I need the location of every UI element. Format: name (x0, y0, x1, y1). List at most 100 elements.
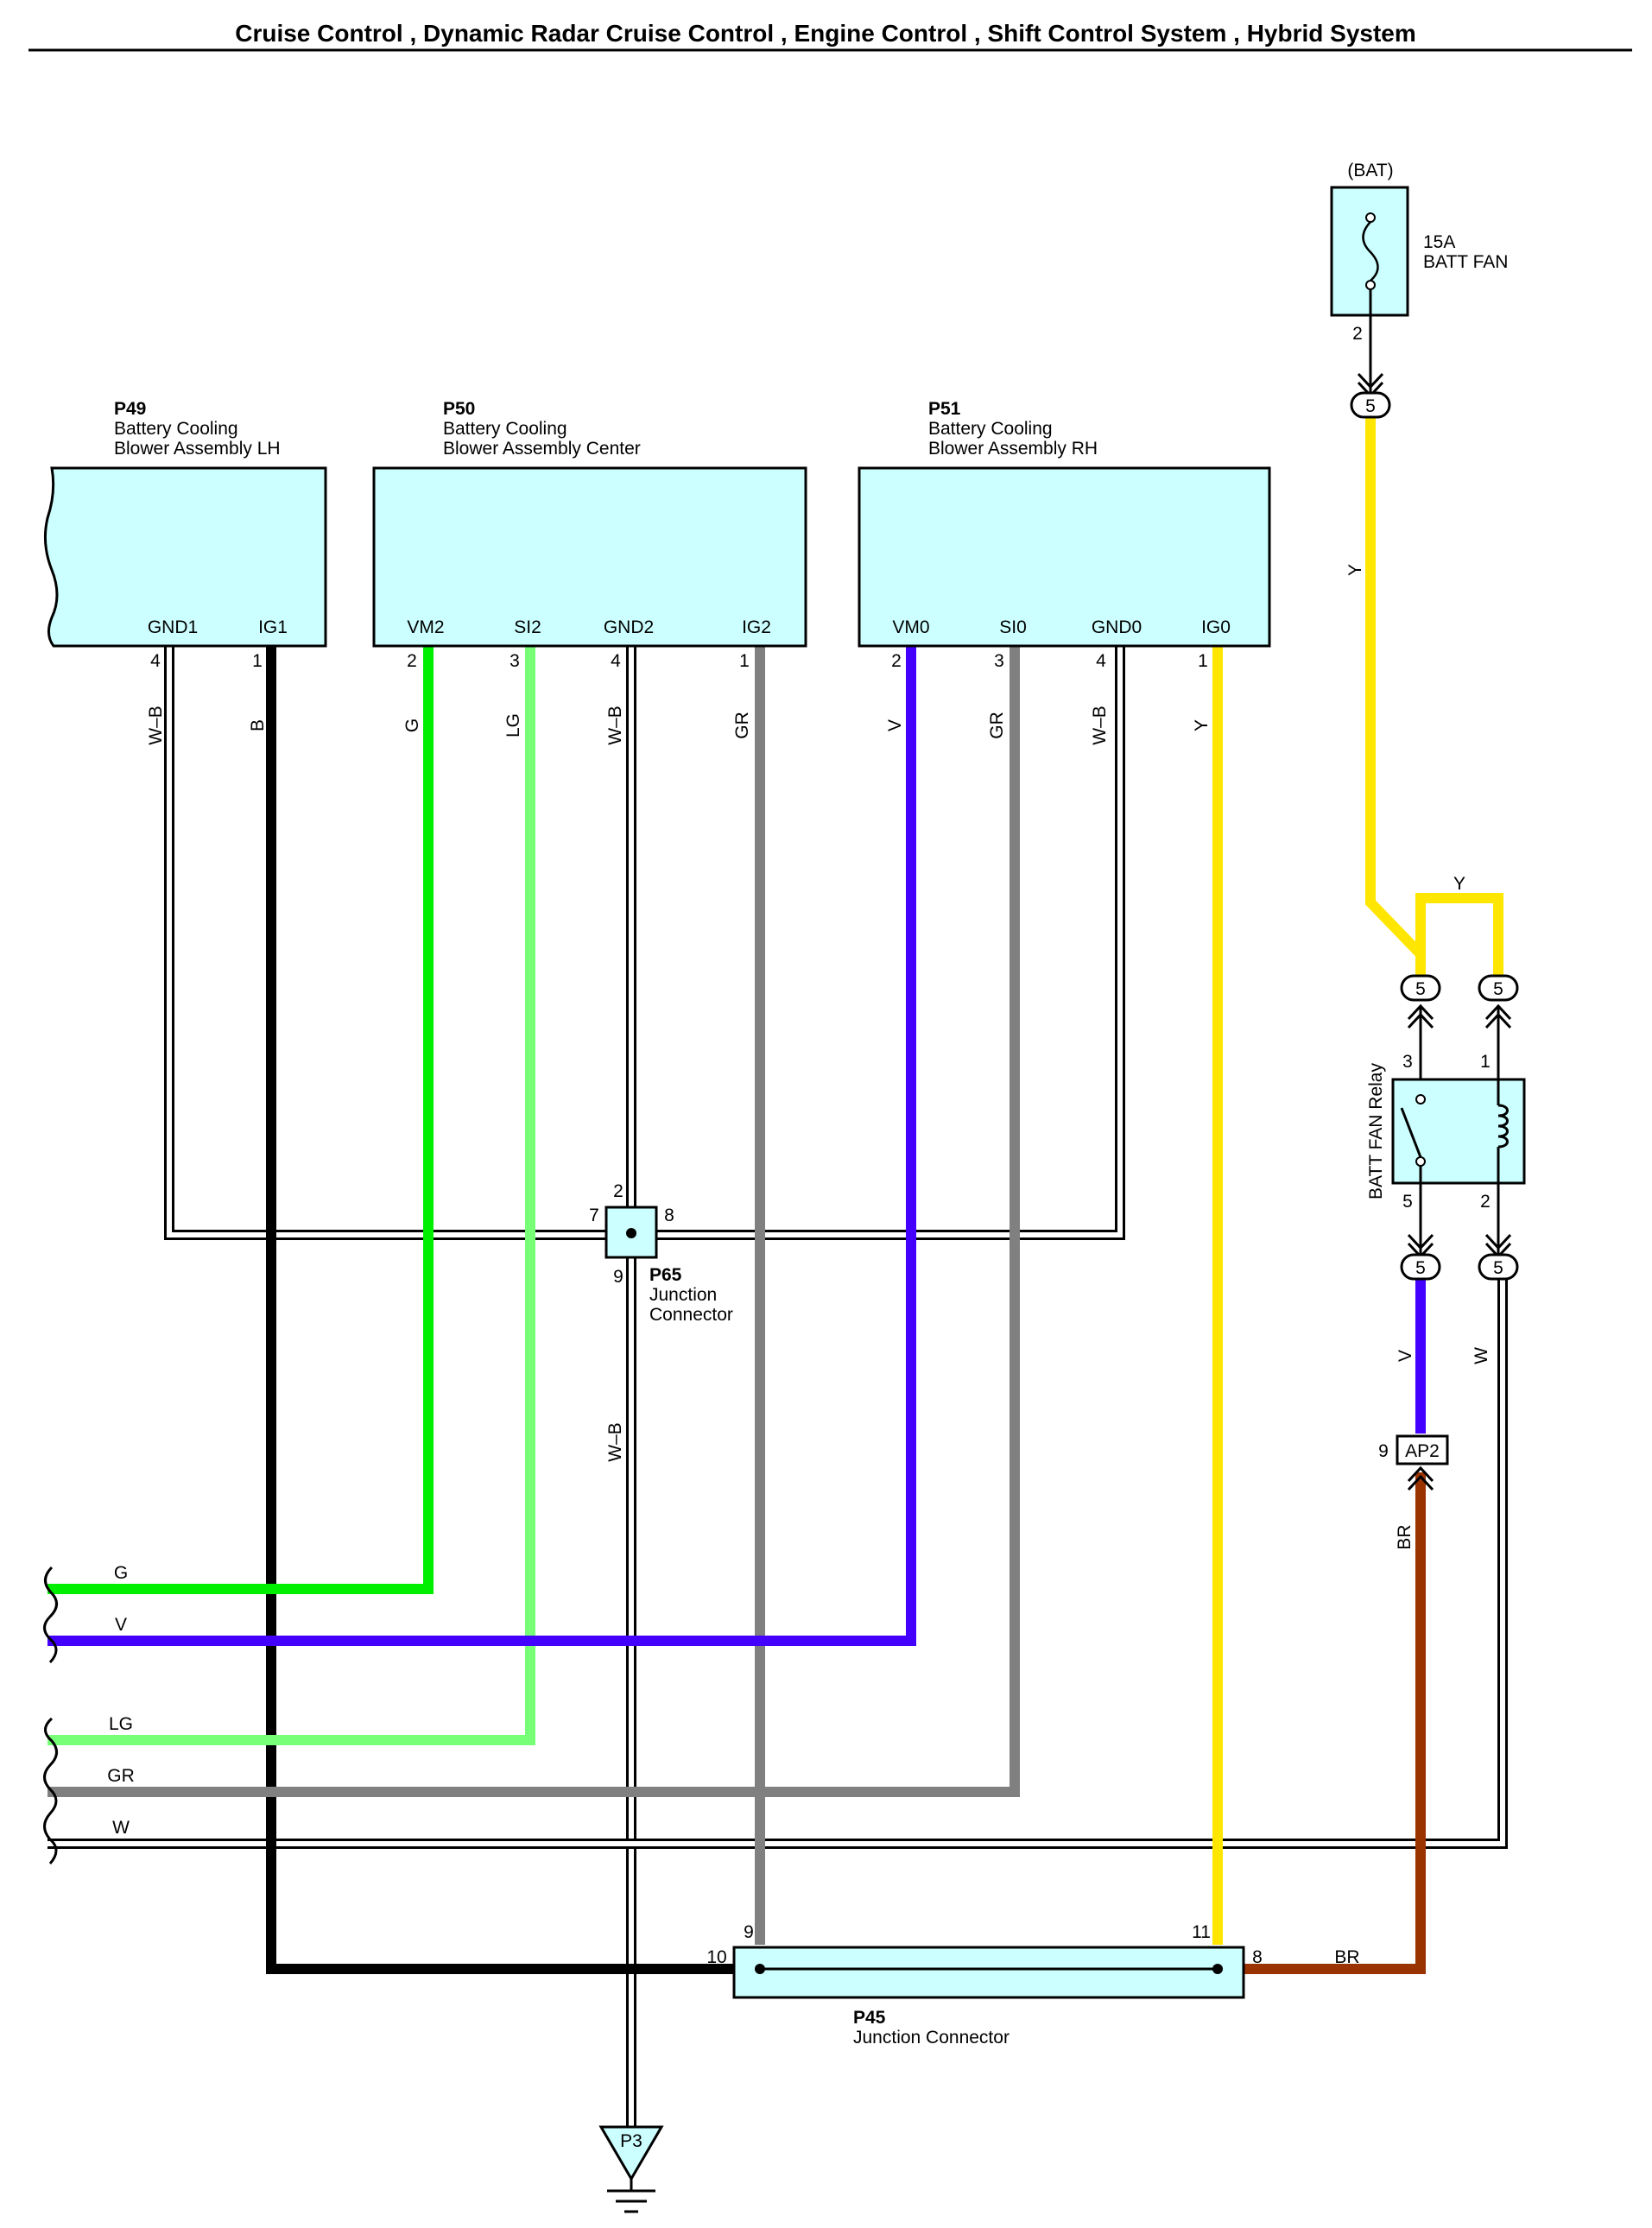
relay-bottom-connectors: 5 5 (1400, 1166, 1519, 1281)
relay-pin-5: 5 (1402, 1192, 1413, 1212)
p49-pin-num-4: 4 (150, 651, 161, 671)
component-p45: 10 9 11 8 P45 Junction Connector BR (706, 1922, 1359, 2048)
relay-name: BATT FAN Relay (1366, 1063, 1386, 1199)
component-ap2: AP2 9 (1378, 1434, 1449, 1491)
p50-pin-label-si2: SI2 (514, 617, 541, 637)
p49-pin-label-gnd1: GND1 (148, 617, 198, 637)
p50-pin-num-2: 2 (407, 651, 417, 671)
relay-top-connectors: 5 5 (1400, 974, 1519, 1101)
conn5-fuse-label: 5 (1365, 396, 1376, 416)
p51-pin-num-2: 2 (891, 651, 902, 671)
ground-harness-wb (164, 646, 1125, 2129)
ap2-code: AP2 (1405, 1441, 1440, 1461)
p50-name1: Battery Cooling (443, 419, 567, 439)
p65-pin-9: 9 (613, 1267, 623, 1287)
p45-pin-8: 8 (1252, 1947, 1263, 1967)
ap2-pin: 9 (1378, 1441, 1389, 1461)
p49-name2: Blower Assembly LH (114, 439, 281, 459)
p51-pin-label-gnd0: GND0 (1092, 617, 1142, 637)
component-p3-ground: P3 (598, 2125, 664, 2213)
p51-pin-num-3: 3 (994, 651, 1004, 671)
label-wb-p50: W–B (605, 706, 625, 745)
p51-name1: Battery Cooling (928, 419, 1053, 439)
p65-code: P65 (649, 1265, 682, 1285)
conn5-relay-bottom-right: 5 (1493, 1258, 1503, 1278)
relay-pin-1: 1 (1480, 1052, 1491, 1072)
label-v-relay: V (1396, 1350, 1415, 1362)
component-p65: 2 7 8 9 P65 Junction Connector (589, 1181, 733, 1325)
page-title: Cruise Control , Dynamic Radar Cruise Co… (235, 20, 1416, 47)
label-wb-p51: W–B (1090, 706, 1110, 745)
label-lg-p50: LG (503, 713, 523, 737)
left-label-g: G (114, 1563, 128, 1583)
p51-code: P51 (928, 399, 961, 419)
label-y-p51: Y (1192, 719, 1212, 731)
component-p50: P50 Battery Cooling Blower Assembly Cent… (372, 399, 807, 671)
wire-v-vm0 (47, 646, 916, 1646)
label-b-p49: B (248, 719, 268, 731)
label-y-relay-top: Y (1453, 874, 1465, 894)
p50-pin-label-vm2: VM2 (407, 617, 444, 637)
conn5-relay-top-left: 5 (1415, 979, 1426, 999)
p65-name2: Connector (649, 1305, 733, 1325)
left-label-w: W (112, 1818, 130, 1838)
p50-pin-num-1: 1 (739, 651, 750, 671)
component-p49: P49 Battery Cooling Blower Assembly LH G… (43, 399, 327, 671)
left-label-v: V (115, 1615, 127, 1635)
p50-code: P50 (443, 399, 475, 419)
p65-pin-2: 2 (613, 1181, 623, 1201)
wire-g (47, 646, 434, 1594)
p50-pin-num-3: 3 (510, 651, 520, 671)
left-wire-labels: G V LG GR W (107, 1563, 135, 1838)
p50-pin-label-ig2: IG2 (742, 617, 771, 637)
p51-name2: Blower Assembly RH (928, 439, 1098, 459)
p51-pin-label-vm0: VM0 (892, 617, 929, 637)
label-w-relay: W (1472, 1347, 1491, 1364)
relay-pin-2: 2 (1480, 1192, 1491, 1212)
p45-name: Junction Connector (853, 2028, 1010, 2048)
p51-pin-num-4: 4 (1096, 651, 1106, 671)
p50-pin-num-4: 4 (611, 651, 621, 671)
p65-pin-8: 8 (664, 1206, 674, 1225)
p3-code: P3 (620, 2131, 642, 2151)
p45-pin-11: 11 (1192, 1922, 1211, 1942)
wires (47, 415, 1508, 2129)
label-gr-p51: GR (987, 712, 1007, 739)
component-batt-fan-relay: BATT FAN Relay 3 1 5 2 (1366, 1052, 1526, 1212)
label-g-p50: G (402, 718, 422, 732)
p49-code: P49 (114, 399, 146, 419)
component-p51: P51 Battery Cooling Blower Assembly RH V… (858, 399, 1271, 671)
connector-5-fuse: 5 (1350, 372, 1391, 419)
label-v-p51: V (885, 719, 905, 731)
relay-pin-3: 3 (1402, 1052, 1413, 1072)
wire-y-fuse (1365, 415, 1426, 976)
p50-name2: Blower Assembly Center (443, 439, 641, 459)
p49-pin-label-ig1: IG1 (258, 617, 288, 637)
wire-lg (47, 646, 535, 1745)
fuse-name: BATT FAN (1423, 252, 1508, 272)
p45-pin-9: 9 (744, 1922, 754, 1942)
wire-y-relay-top (1415, 893, 1503, 976)
label-gr-p50: GR (732, 712, 752, 739)
p51-pin-label-si0: SI0 (999, 617, 1027, 637)
left-break-marks (43, 1566, 58, 1864)
p65-pin-7: 7 (589, 1206, 599, 1225)
p49-name1: Battery Cooling (114, 419, 238, 439)
label-br-ap2: BR (1395, 1524, 1415, 1549)
p49-pin-num-1: 1 (252, 651, 263, 671)
p45-code: P45 (853, 2008, 886, 2028)
left-label-gr: GR (107, 1766, 135, 1786)
component-fuse-batt-fan: (BAT) 15A BATT FAN 2 (1330, 161, 1508, 393)
fuse-rating: 15A (1423, 232, 1455, 252)
p51-pin-num-1: 1 (1198, 651, 1208, 671)
p50-pin-label-gnd2: GND2 (604, 617, 654, 637)
p65-name1: Junction (649, 1285, 717, 1305)
fuse-pin: 2 (1352, 324, 1363, 344)
wire-labels-top: W–B B G LG W–B GR V GR W–B Y W–B (146, 706, 1212, 1462)
wire-w (47, 1278, 1508, 1849)
conn5-relay-top-right: 5 (1493, 979, 1503, 999)
left-label-lg: LG (109, 1714, 133, 1734)
wire-br (1244, 1472, 1426, 1974)
label-wb-p65-out: W–B (605, 1422, 625, 1462)
